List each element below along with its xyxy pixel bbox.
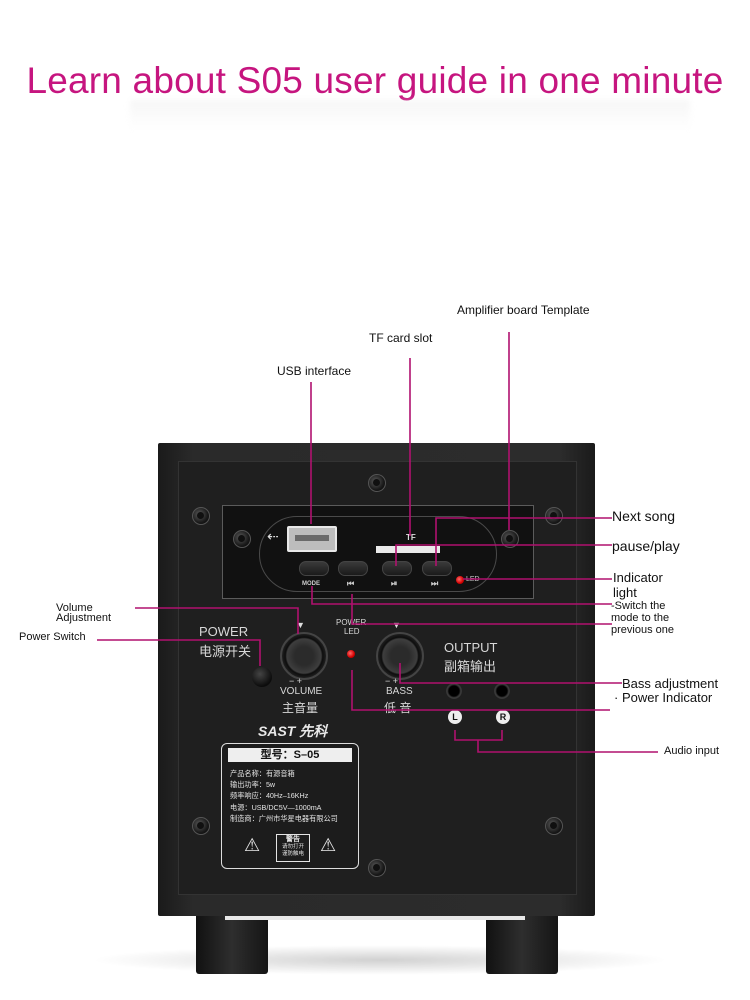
- callout-tf-card-slot: TF card slot: [369, 331, 433, 345]
- callout-bass-adjustment: Bass adjustment: [622, 676, 719, 691]
- usb-port[interactable]: [287, 526, 337, 552]
- callout-volume-1: Volume: [56, 602, 93, 614]
- warning-line: 请勿打开: [281, 844, 304, 850]
- title-reflection: [130, 100, 690, 130]
- power-led-label-2: LED: [344, 627, 360, 636]
- callout-next-song: Next song: [612, 508, 676, 524]
- next-button[interactable]: [422, 561, 452, 576]
- usb-icon: ⇠: [267, 528, 279, 544]
- screw-icon: [192, 817, 210, 835]
- bass-label-cn: 低 音: [384, 701, 412, 715]
- spec-line: 频率响应：40Hz–16KHz: [230, 791, 309, 801]
- screw-icon: [545, 817, 563, 835]
- volume-label-cn: 主音量: [282, 701, 319, 715]
- spec-line: 电源：USB/DC5V—1000mA: [230, 802, 322, 812]
- screw-icon: [192, 507, 210, 525]
- bass-label-en: BASS: [386, 686, 413, 697]
- previous-icon: ⏮: [347, 579, 355, 588]
- power-switch[interactable]: [252, 667, 272, 687]
- next-icon: ⏭: [431, 579, 439, 588]
- spec-line: 制造商：广州市华星电器有限公司: [230, 813, 338, 823]
- callout-switch-mode-1: -Switch the: [611, 600, 666, 612]
- callout-power-indicator: · Power Indicator: [614, 690, 713, 705]
- callout-audio-input: Audio input: [664, 745, 720, 757]
- spec-lines: 产品名称：有源音箱 输出功率：5w 频率响应：40Hz–16KHz 电源：USB…: [230, 768, 338, 824]
- tf-label: TF: [406, 533, 416, 542]
- callout-indicator-light-2: light: [613, 585, 637, 600]
- spec-line: 产品名称：有源音箱: [230, 769, 295, 778]
- indicator-led: [456, 576, 464, 584]
- mode-button[interactable]: [299, 561, 329, 576]
- floor-shadow: [90, 945, 670, 975]
- output-label-cn: 副箱输出: [444, 659, 497, 674]
- brand-logo: SAST 先科: [258, 723, 328, 739]
- page-title: Learn about S05 user guide in one minute: [26, 60, 724, 101]
- speaker-leg-right: [486, 916, 558, 974]
- spec-model: 型号：S–05: [228, 748, 352, 762]
- jack-left-label: L: [448, 710, 462, 724]
- volume-knob[interactable]: [280, 620, 328, 680]
- volume-range: − +: [289, 676, 303, 686]
- tf-card-slot[interactable]: [376, 546, 440, 553]
- speaker-base-rim: [225, 916, 525, 920]
- volume-label-en: VOLUME: [280, 686, 323, 697]
- callout-power-switch: Power Switch: [19, 631, 86, 643]
- mode-caption: MODE: [302, 581, 320, 587]
- power-indicator-led: [347, 650, 355, 658]
- callout-indicator-light-1: Indicator: [613, 570, 663, 585]
- screw-icon: [233, 530, 251, 548]
- screw-icon: [545, 507, 563, 525]
- power-led-label: POWER: [336, 618, 367, 627]
- speaker-leg-left: [196, 916, 268, 974]
- jack-right-label: R: [496, 710, 510, 724]
- warning-line: 谨防触电: [281, 851, 304, 857]
- screw-icon: [368, 859, 386, 877]
- screw-icon: [501, 530, 519, 548]
- screw-icon: [368, 474, 386, 492]
- spec-line: 输出功率：5w: [230, 780, 276, 790]
- callout-switch-mode-2: mode to the: [611, 612, 670, 624]
- callout-volume-2: Adjustment: [56, 612, 112, 624]
- spec-label: 型号：S–05 产品名称：有源音箱 输出功率：5w 频率响应：40Hz–16KH…: [221, 743, 359, 869]
- callout-pause-play: pause/play: [612, 538, 680, 554]
- power-label-en: POWER: [199, 624, 249, 639]
- led-label: LED: [466, 576, 480, 583]
- amplifier-board: ⇠ TF MODE ⏮ ⏯ ⏭ LED: [222, 505, 534, 599]
- warning-title: 警告: [286, 836, 300, 843]
- bass-range: − +: [385, 676, 399, 686]
- play-pause-icon: ⏯: [391, 579, 398, 588]
- output-label-en: OUTPUT: [444, 640, 498, 655]
- callout-usb-interface: USB interface: [277, 364, 352, 378]
- caution-warning-icon: ⚠: [320, 835, 337, 855]
- output-jack-left[interactable]: [446, 683, 462, 699]
- warning-box: 警告 请勿打开 谨防触电: [276, 834, 310, 862]
- previous-button[interactable]: [338, 561, 368, 576]
- output-jack-right[interactable]: [494, 683, 510, 699]
- electric-warning-icon: ⚠: [244, 835, 261, 855]
- callout-switch-mode-3: previous one: [611, 624, 674, 636]
- callout-amplifier-board: Amplifier board Template: [457, 303, 590, 317]
- bass-knob[interactable]: [376, 620, 424, 680]
- power-label-cn: 电源开关: [199, 644, 252, 659]
- play-pause-button[interactable]: [382, 561, 412, 576]
- speaker-cabinet: ⇠ TF MODE ⏮ ⏯ ⏭ LED POWER 电源开关 − + VOLUM…: [158, 443, 595, 916]
